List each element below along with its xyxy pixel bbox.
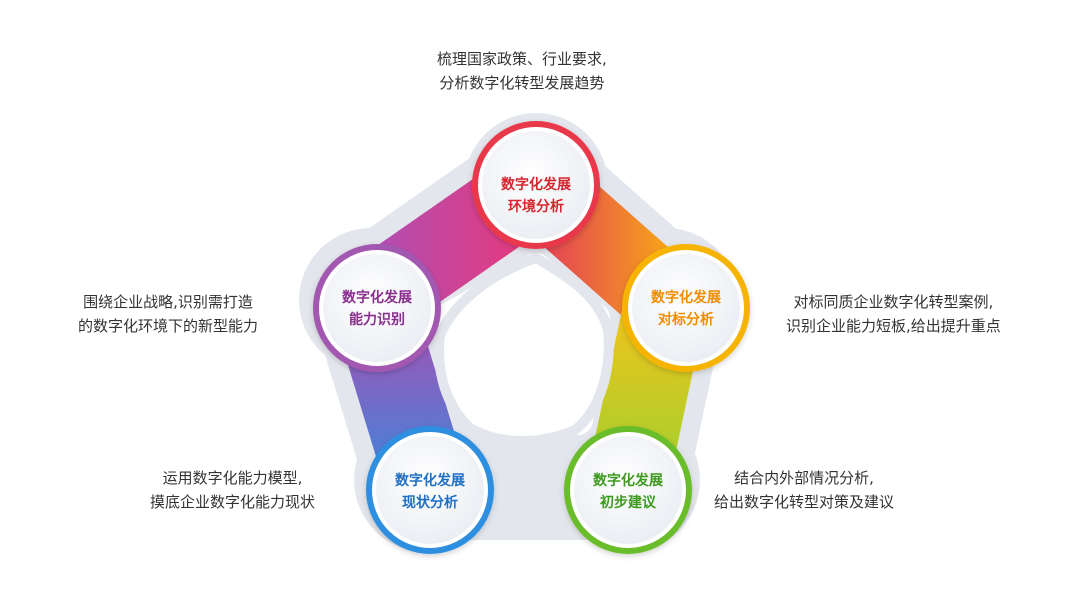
node-bench-label: 数字化发展 对标分析 xyxy=(626,287,746,331)
node-env xyxy=(472,121,600,249)
desc-bench: 对标同质企业数字化转型案例, 识别企业能力短板,给出提升重点 xyxy=(786,290,1001,338)
desc-ability-line1: 围绕企业战略,识别需打造 xyxy=(83,293,253,311)
node-env-line1: 数字化发展 xyxy=(501,177,571,193)
desc-env-line1: 梳理国家政策、行业要求, xyxy=(437,50,607,68)
desc-advice-line2: 给出数字化转型对策及建议 xyxy=(714,493,895,511)
desc-status-line2: 摸底企业数字化能力现状 xyxy=(150,493,316,511)
desc-bench-line2: 识别企业能力短板,给出提升重点 xyxy=(786,317,1001,335)
node-ability-label: 数字化发展 能力识别 xyxy=(317,287,437,331)
desc-advice: 结合内外部情况分析, 给出数字化转型对策及建议 xyxy=(714,466,894,514)
node-ability-line2: 能力识别 xyxy=(349,312,405,328)
desc-env-line2: 分析数字化转型发展趋势 xyxy=(439,74,605,92)
desc-ability: 围绕企业战略,识别需打造 的数字化环境下的新型能力 xyxy=(78,290,258,338)
node-status xyxy=(366,426,494,554)
node-status-line2: 现状分析 xyxy=(402,495,458,511)
desc-bench-line1: 对标同质企业数字化转型案例, xyxy=(793,293,994,311)
node-advice-line1: 数字化发展 xyxy=(593,473,663,489)
node-status-line1: 数字化发展 xyxy=(395,473,465,489)
desc-advice-line1: 结合内外部情况分析, xyxy=(734,469,874,487)
node-ability xyxy=(313,244,441,372)
node-advice xyxy=(564,426,692,554)
node-advice-line2: 初步建议 xyxy=(600,495,656,511)
node-bench-line1: 数字化发展 xyxy=(651,290,721,306)
node-bench-line2: 对标分析 xyxy=(658,312,714,328)
node-status-label: 数字化发展 现状分析 xyxy=(370,470,490,514)
desc-env: 梳理国家政策、行业要求, 分析数字化转型发展趋势 xyxy=(437,47,607,95)
node-advice-label: 数字化发展 初步建议 xyxy=(568,470,688,514)
node-env-line2: 环境分析 xyxy=(508,199,564,215)
desc-ability-line2: 的数字化环境下的新型能力 xyxy=(78,317,259,335)
node-ability-line1: 数字化发展 xyxy=(342,290,412,306)
node-env-label: 数字化发展 环境分析 xyxy=(476,174,596,218)
center-hole xyxy=(433,252,614,446)
desc-status: 运用数字化能力模型, 摸底企业数字化能力现状 xyxy=(150,466,315,514)
desc-status-line1: 运用数字化能力模型, xyxy=(162,469,303,487)
node-bench xyxy=(622,244,750,372)
